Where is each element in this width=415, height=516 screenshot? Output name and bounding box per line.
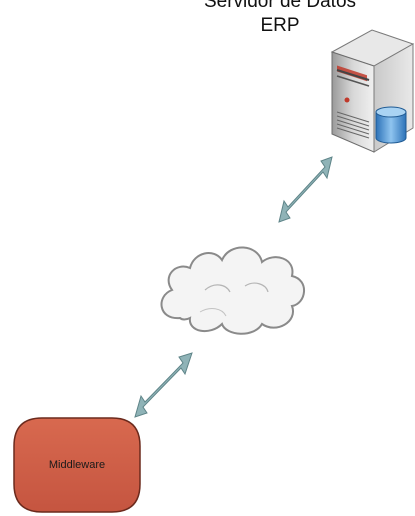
- connection-arrow-server-cloud: [278, 156, 333, 223]
- middleware-node: [13, 417, 141, 513]
- database-icon: [375, 106, 407, 144]
- server-title: Servidor de Datos ERP: [180, 0, 380, 38]
- server-icon: [330, 29, 415, 153]
- cloud-icon: [160, 246, 305, 335]
- server-title-line1: Servidor de Datos: [203, 0, 357, 12]
- connection-arrow-cloud-middleware: [134, 352, 193, 418]
- server-title-line2: ERP: [260, 15, 300, 36]
